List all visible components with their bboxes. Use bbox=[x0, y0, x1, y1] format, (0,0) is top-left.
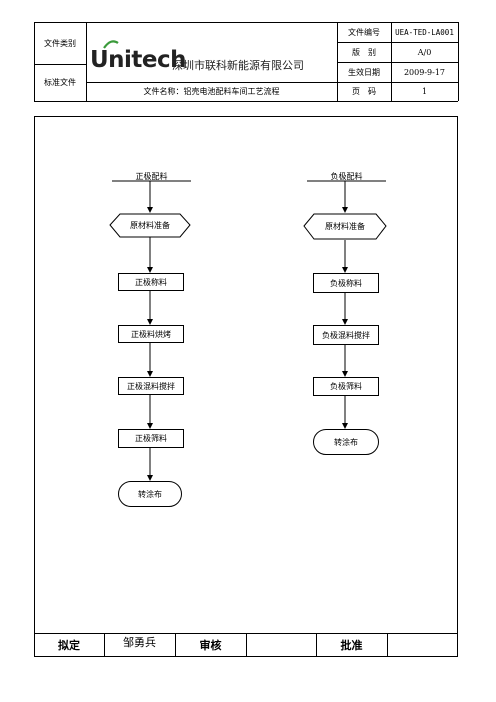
negative-prep-label: 原材料准备 bbox=[325, 222, 365, 231]
field-label-effective-date: 生效日期 bbox=[348, 67, 380, 77]
positive-step-weigh: 正极称料 bbox=[118, 273, 184, 291]
positive-prep-shape bbox=[109, 213, 191, 238]
field-label-doc-number: 文件编号 bbox=[348, 27, 380, 37]
logo-swoosh-icon bbox=[103, 40, 119, 49]
doc-category-value: 标准文件 bbox=[44, 78, 76, 87]
approve-name bbox=[387, 633, 458, 657]
negative-step-mix: 负极混料搅拌 bbox=[313, 325, 379, 345]
approve-label: 批准 bbox=[340, 639, 363, 652]
negative-step-sieve: 负极筛料 bbox=[313, 377, 379, 396]
field-label-page: 页 码 bbox=[352, 87, 376, 96]
field-value-doc-number: UEA-TED-LA001 bbox=[395, 27, 454, 37]
negative-step-weigh: 负极称料 bbox=[313, 273, 379, 293]
positive-end: 转涂布 bbox=[118, 481, 182, 507]
review-name bbox=[246, 633, 316, 657]
field-label-version: 版 别 bbox=[352, 47, 376, 57]
doc-category-label: 文件类别 bbox=[44, 38, 76, 48]
negative-title: 负极配料 bbox=[330, 172, 363, 181]
negative-end: 转涂布 bbox=[313, 429, 379, 455]
positive-title: 正极配料 bbox=[135, 172, 168, 181]
field-value-version: A/0 bbox=[417, 47, 432, 57]
company-name: 深圳市联科新能源有限公司 bbox=[172, 59, 304, 72]
positive-step-sieve: 正极筛料 bbox=[118, 429, 184, 448]
positive-prep-label: 原材料准备 bbox=[130, 221, 170, 230]
doc-name: 文件名称：铝壳电池配料车间工艺流程 bbox=[143, 87, 280, 96]
draft-label: 拟定 bbox=[58, 639, 80, 652]
field-value-page: 1 bbox=[421, 87, 428, 96]
review-label: 审核 bbox=[199, 639, 222, 652]
negative-prep-shape bbox=[303, 213, 387, 240]
positive-step-mix: 正极混料搅拌 bbox=[118, 377, 184, 395]
draft-name: 邹勇兵 bbox=[123, 636, 156, 649]
company-logo: Unitech bbox=[90, 40, 187, 73]
positive-step-bake: 正极料烘烤 bbox=[118, 325, 184, 343]
field-value-effective-date: 2009-9-17 bbox=[403, 67, 446, 77]
logo-text: Unitech bbox=[90, 47, 187, 73]
